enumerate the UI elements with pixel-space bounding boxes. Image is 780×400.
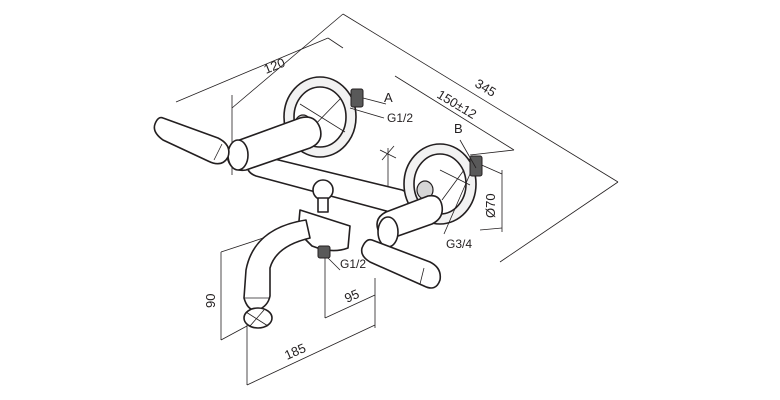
spout-body — [297, 209, 351, 252]
right-inlet-nipple — [469, 155, 483, 177]
dimension-lines — [175, 13, 619, 386]
diverter-knob — [312, 179, 334, 201]
left-lever-handle — [153, 116, 230, 165]
dim-handle-reach: 120 — [262, 55, 288, 77]
left-inlet-nipple — [350, 88, 364, 108]
curved-spout — [243, 219, 311, 312]
outlet-nipple — [317, 245, 331, 259]
callout-b-letter: B — [454, 121, 463, 136]
dim-rosette-diameter: Ø70 — [483, 193, 498, 218]
dim-spout-height: 90 — [203, 294, 218, 308]
callout-outlet-thread: G1/2 — [340, 257, 366, 271]
dim-overall-width: 345 — [472, 76, 498, 100]
right-lever-handle — [360, 238, 442, 289]
dim-outlet-offset: 95 — [342, 286, 361, 306]
faucet-body — [153, 76, 483, 329]
callout-a-letter: A — [384, 90, 393, 105]
spout-outlet — [243, 307, 273, 329]
dim-spout-reach: 185 — [282, 340, 308, 363]
callout-b-thread: G3/4 — [446, 237, 472, 251]
callout-a-thread: G1/2 — [387, 111, 413, 125]
